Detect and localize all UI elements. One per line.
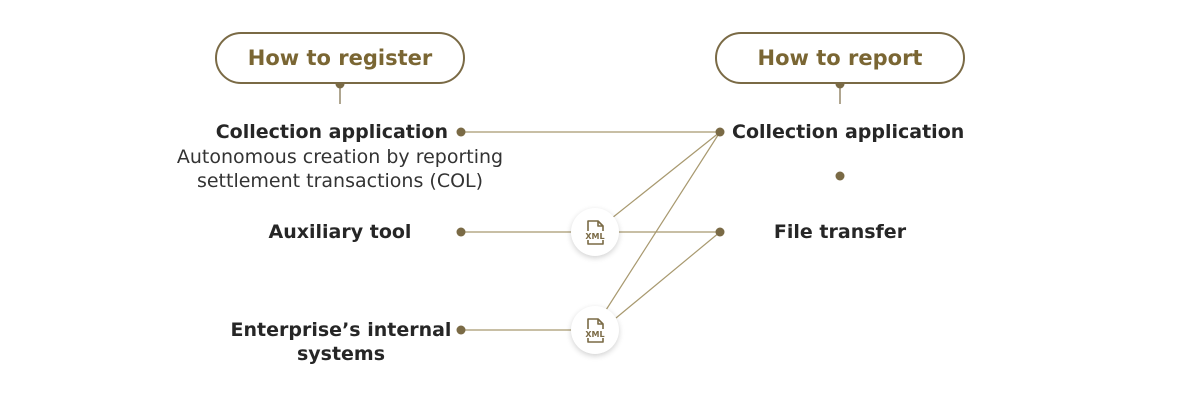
xml-badge-auxiliary: XML bbox=[571, 208, 619, 256]
report-header: How to report bbox=[715, 32, 965, 84]
xml-file-icon: XML bbox=[584, 318, 606, 343]
dot-report-collection bbox=[715, 127, 725, 137]
xml-badge-label: XML bbox=[585, 232, 604, 241]
dot-report-file-transfer bbox=[715, 227, 725, 237]
report-file-transfer-title: File transfer bbox=[773, 221, 907, 243]
register-collection-title: Collection application bbox=[215, 121, 448, 143]
xml-badge-internal: XML bbox=[571, 306, 619, 354]
register-collection-description-line2: settlement transactions (COL) bbox=[196, 170, 484, 192]
dot-register-internal bbox=[456, 325, 466, 335]
xml-file-icon: XML bbox=[584, 220, 606, 245]
connector-badge2-to-file-transfer bbox=[615, 231, 721, 319]
register-collection-description-line1: Autonomous creation by reporting bbox=[176, 146, 504, 168]
register-auxiliary-title: Auxiliary tool bbox=[268, 221, 412, 243]
report-header-label: How to report bbox=[757, 46, 923, 70]
dot-register-collection bbox=[456, 127, 466, 137]
report-collection-title: Collection application bbox=[732, 121, 965, 143]
register-header-label: How to register bbox=[247, 46, 433, 70]
register-internal-title-line2: systems bbox=[296, 343, 386, 365]
dot-register-auxiliary bbox=[456, 227, 466, 237]
dot-report-collection-lower bbox=[835, 171, 845, 181]
connector-badge2-to-collection bbox=[605, 131, 721, 311]
register-internal-title-line1: Enterprise’s internal bbox=[230, 319, 452, 341]
xml-badge-label: XML bbox=[585, 330, 604, 339]
register-header: How to register bbox=[215, 32, 465, 84]
connector-badge1-to-collection bbox=[611, 131, 721, 219]
